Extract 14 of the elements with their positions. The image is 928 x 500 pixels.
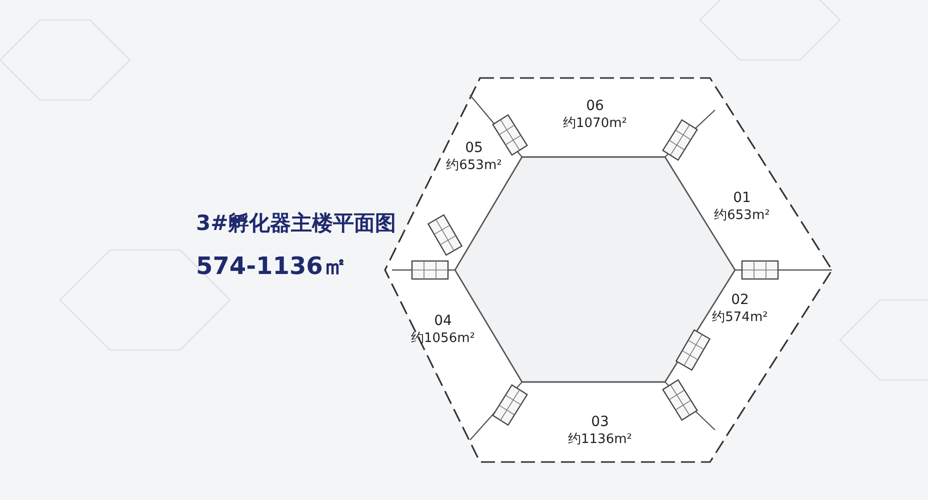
unit-area: 约1070m² [563,116,627,132]
unit-area: 约574m² [712,310,768,326]
unit-area: 约653m² [714,208,770,224]
unit-number: 01 [733,190,751,208]
plan-title: 3#孵化器主楼平面图 [196,210,396,237]
unit-number: 04 [434,313,452,330]
unit-number: 06 [586,98,604,116]
unit-area: 约653m² [446,158,502,174]
unit-area: 约1056m² [411,330,475,347]
unit-area: 约1136m² [568,432,632,448]
unit-number: 05 [465,140,483,158]
unit-number: 03 [591,414,609,432]
unit-number: 02 [731,292,749,310]
area-range-label: 574-1136㎡ [196,251,347,282]
